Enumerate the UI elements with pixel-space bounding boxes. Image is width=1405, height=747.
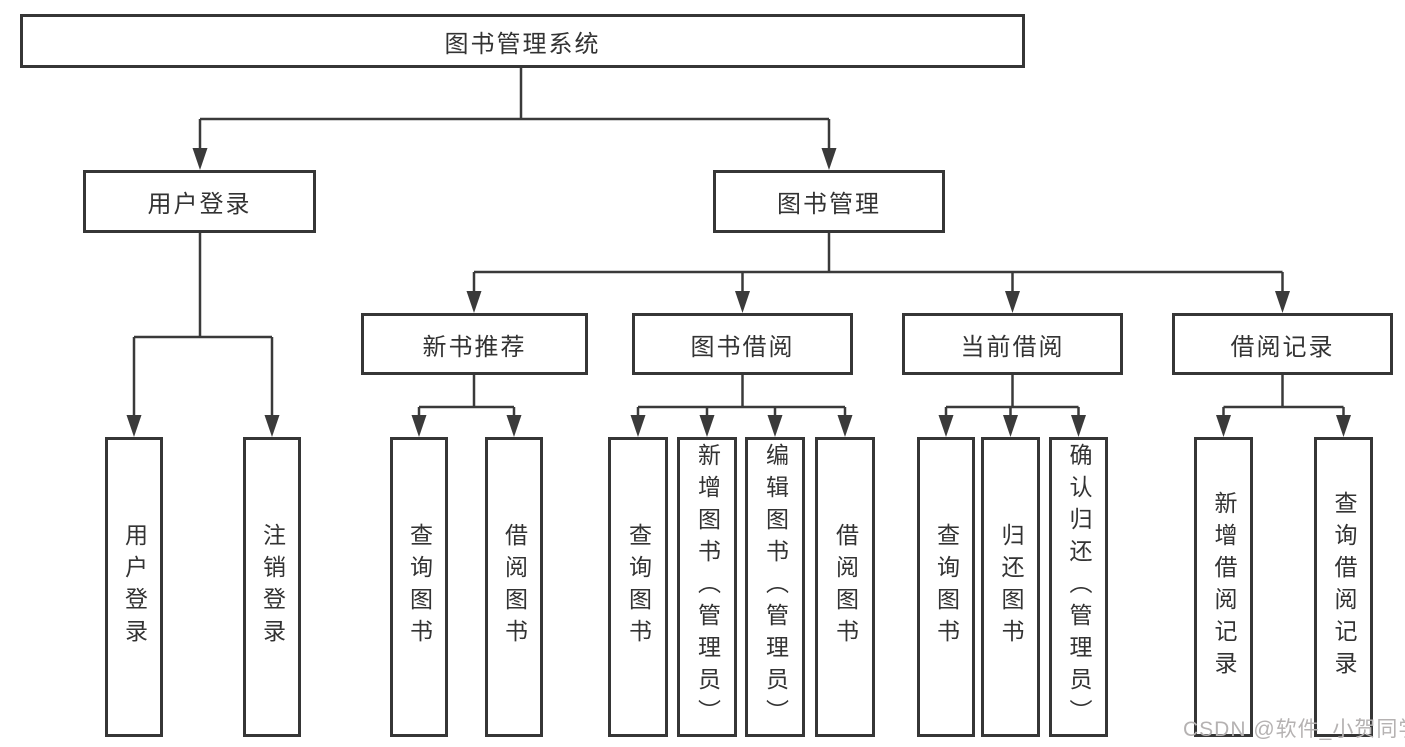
node-label: 归还图书 [998, 523, 1024, 651]
arrowheads [126, 148, 1351, 437]
csdn-watermark: CSDN @软件_小贺同学 [1183, 718, 1405, 741]
node-label: 确认归还（管理员） [1066, 443, 1092, 731]
node-label: 新增借阅记录 [1211, 491, 1237, 683]
leaf-return-book: 归还图书 [981, 437, 1040, 737]
node-label: 查询图书 [406, 523, 433, 651]
leaf-borrow-books-borrow: 借阅图书 [815, 437, 875, 737]
node-label: 借阅图书 [832, 523, 859, 651]
node-label: 用户登录 [147, 191, 252, 218]
node-label: 查询图书 [933, 523, 960, 651]
node-current-borrowing: 当前借阅 [902, 313, 1123, 375]
leaf-confirm-return-admin: 确认归还（管理员） [1049, 437, 1108, 737]
node-borrowing-records: 借阅记录 [1172, 313, 1393, 375]
node-label: 图书管理 [777, 191, 881, 218]
node-label: 借阅记录 [1230, 333, 1335, 361]
leaf-query-books-newbook: 查询图书 [390, 437, 448, 737]
node-label: 用户登录 [121, 523, 148, 651]
node-label: 图书管理系统 [444, 30, 601, 58]
node-book-management: 图书管理 [713, 170, 945, 233]
node-label: 新增图书（管理员） [694, 443, 721, 731]
node-label: 新书推荐 [422, 333, 527, 361]
node-label: 当前借阅 [960, 333, 1065, 361]
leaf-query-borrow-record: 查询借阅记录 [1314, 437, 1373, 737]
node-label: 注销登录 [259, 523, 286, 651]
node-label: 查询图书 [625, 523, 652, 651]
node-label: 查询借阅记录 [1331, 491, 1357, 683]
leaf-query-books-borrow: 查询图书 [608, 437, 668, 737]
leaf-query-books-current: 查询图书 [917, 437, 975, 737]
node-book-borrowing: 图书借阅 [632, 313, 853, 375]
node-label: 编辑图书（管理员） [762, 443, 789, 731]
leaf-add-book-admin: 新增图书（管理员） [677, 437, 737, 737]
leaf-logout: 注销登录 [243, 437, 301, 737]
node-user-login: 用户登录 [83, 170, 316, 233]
leaf-add-borrow-record: 新增借阅记录 [1194, 437, 1253, 737]
leaf-borrow-books-newbook: 借阅图书 [485, 437, 543, 737]
node-library-management-system: 图书管理系统 [20, 14, 1025, 68]
node-new-book-recommendation: 新书推荐 [361, 313, 588, 375]
leaf-edit-book-admin: 编辑图书（管理员） [745, 437, 805, 737]
node-label: 图书借阅 [690, 333, 795, 361]
node-label: 借阅图书 [501, 523, 528, 651]
leaf-user-login: 用户登录 [105, 437, 163, 737]
